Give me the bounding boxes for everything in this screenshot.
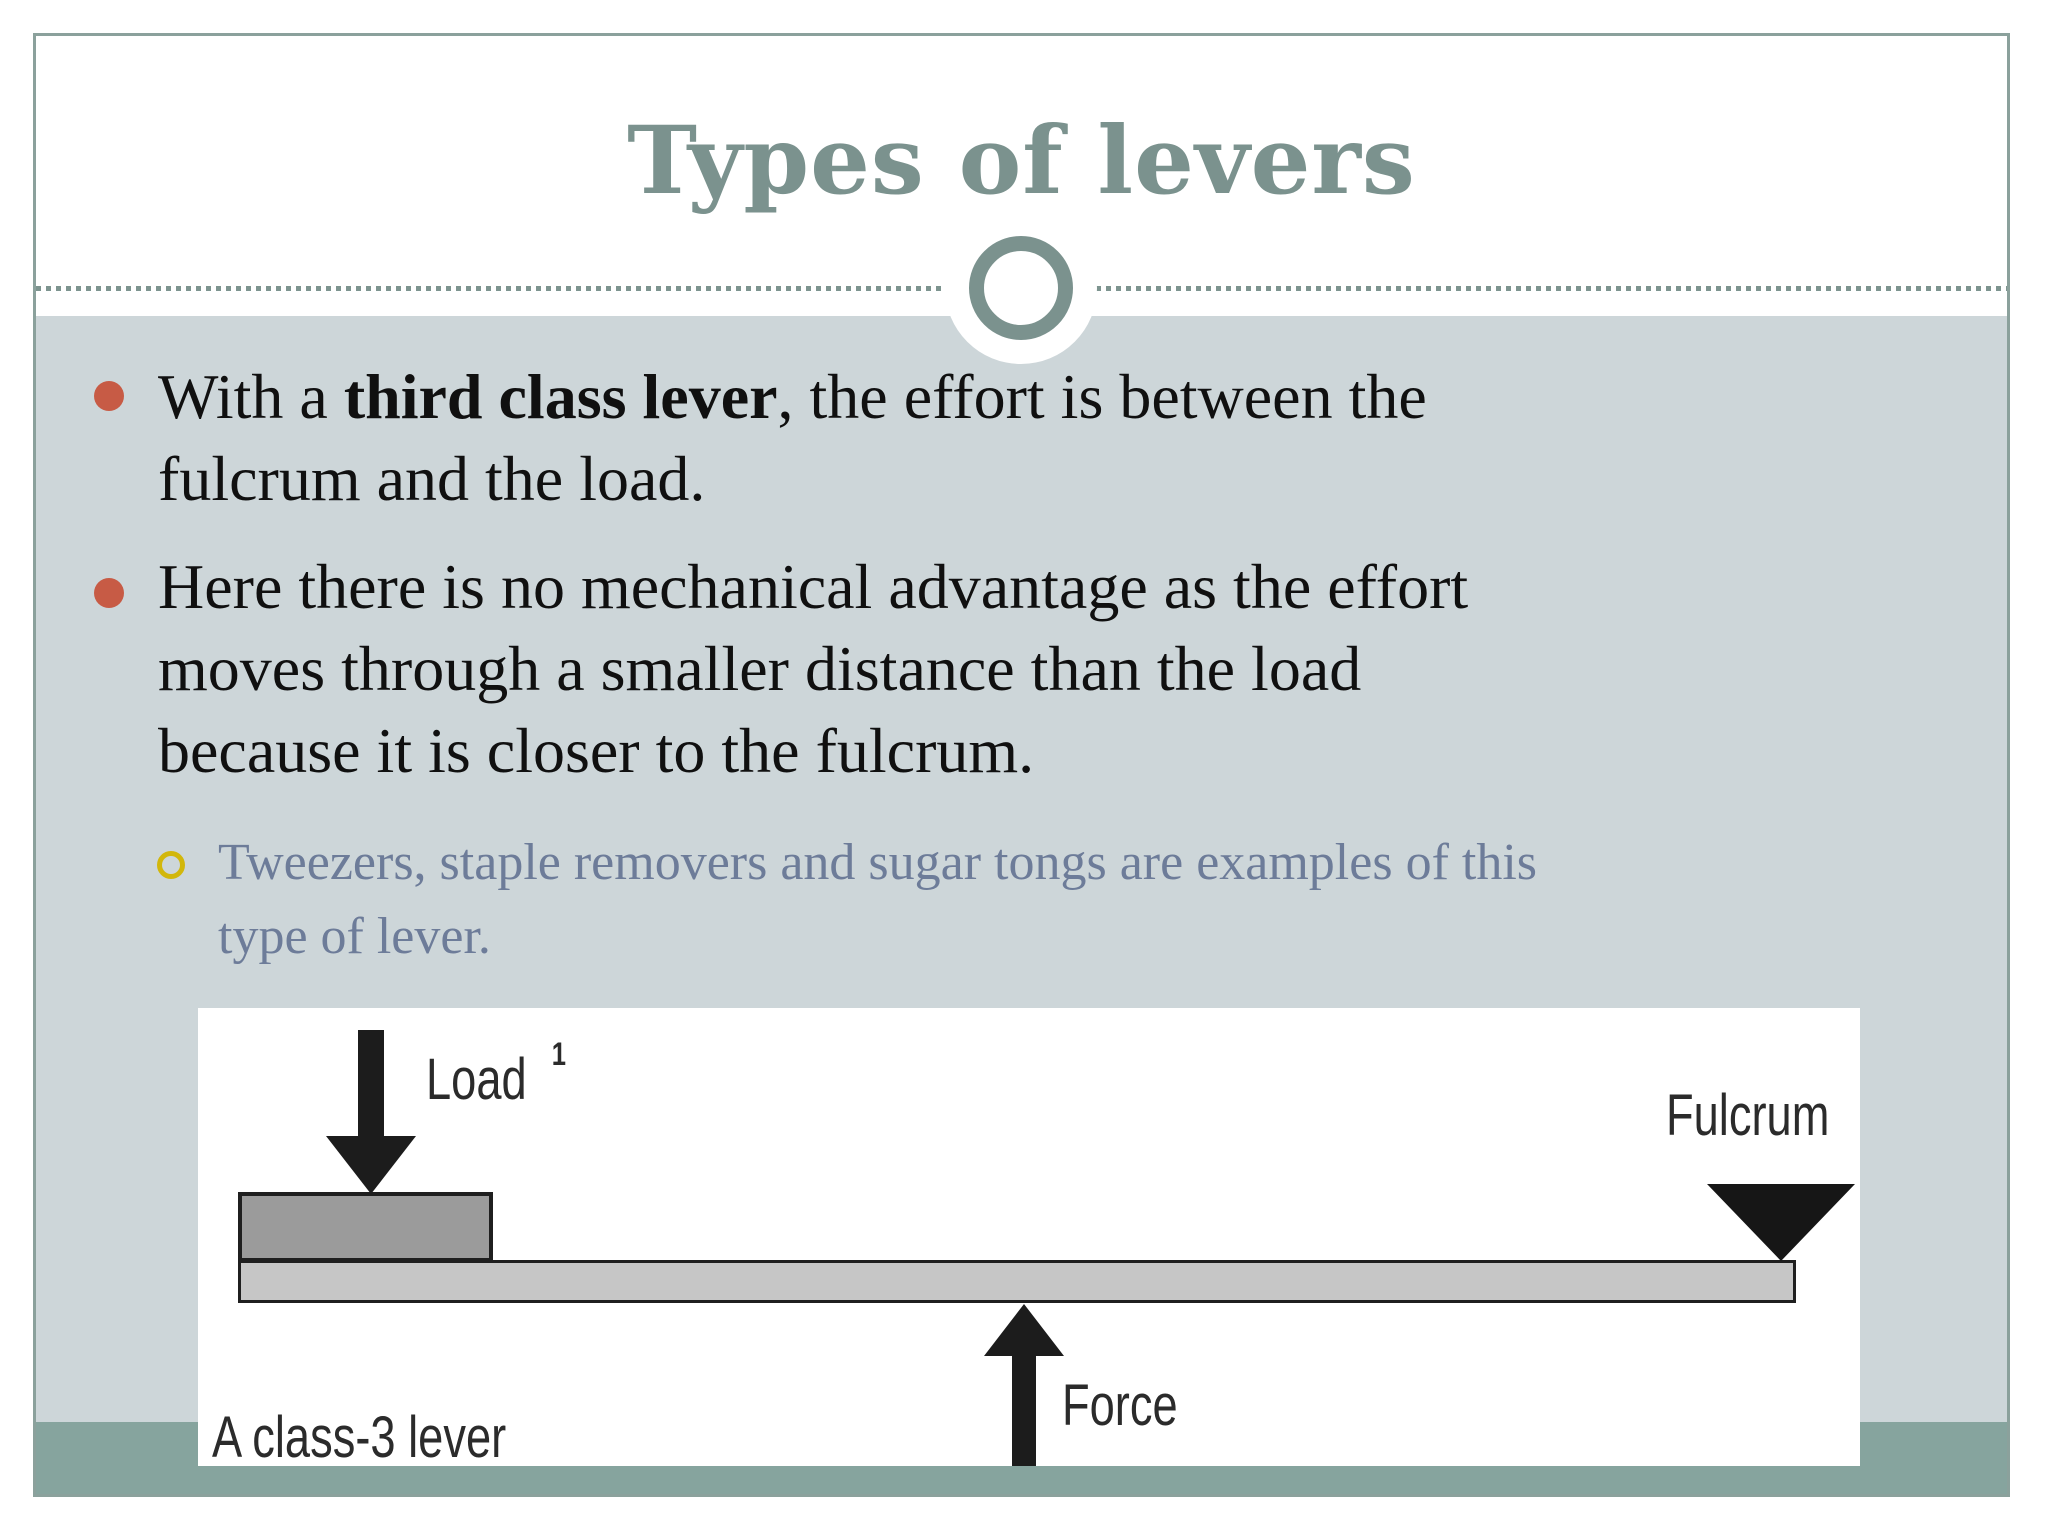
load-arrow-shaft — [358, 1030, 384, 1138]
force-arrow-shaft — [1012, 1353, 1036, 1466]
sub-bullet-text: Tweezers, staple removers and sugar tong… — [218, 834, 1538, 965]
fulcrum-triangle-icon — [1707, 1184, 1855, 1261]
bullet-1-text: With a third class lever, the effort is … — [158, 356, 1988, 520]
load-label: Load — [426, 1047, 527, 1112]
load-superscript-mark: 1 — [551, 1036, 567, 1072]
bullet-2-text: Here there is no mechanical advantage as… — [158, 551, 1469, 786]
page-title: Types of levers — [627, 106, 1416, 216]
bullet-1-bold: third class lever — [343, 361, 778, 432]
diagram-caption: A class-3 lever — [212, 1405, 507, 1467]
force-label: Force — [1062, 1373, 1178, 1438]
lever-diagram: Load 1 Fulcrum Force A class-3 lever — [198, 1008, 1860, 1466]
fulcrum-label: Fulcrum — [1666, 1083, 1830, 1148]
divider-circle-ornament — [969, 236, 1073, 340]
lever-bar — [238, 1260, 1796, 1303]
bullet-1-prefix: With a — [158, 361, 344, 432]
load-arrow-down-icon — [326, 1136, 416, 1194]
load-block — [238, 1192, 493, 1262]
slide: Types of levers With a third class lever… — [33, 33, 2010, 1497]
sub-bullet-ring-icon — [157, 851, 185, 879]
bullet-dot-icon — [94, 381, 124, 411]
bullet-1-rest: , the effort is between the fulcrum and … — [158, 361, 1427, 514]
divider-circle-halo — [945, 212, 1097, 364]
force-arrow-up-icon — [984, 1304, 1064, 1356]
bullet-dot-icon — [94, 578, 124, 608]
